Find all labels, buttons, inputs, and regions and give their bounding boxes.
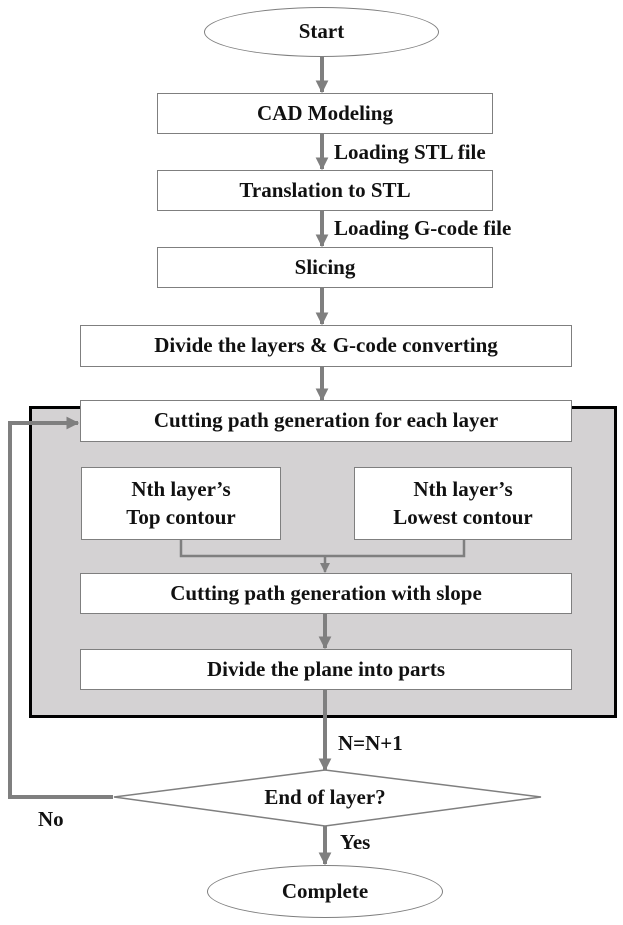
start-node: Start xyxy=(204,7,439,57)
cutting-path-slope-label: Cutting path generation with slope xyxy=(170,580,482,605)
cad-modeling-node: CAD Modeling xyxy=(157,93,493,134)
translation-stl-node: Translation to STL xyxy=(157,170,493,211)
lowest-contour-node: Nth layer’s Lowest contour xyxy=(354,467,572,540)
translation-stl-label: Translation to STL xyxy=(239,177,411,202)
divide-layers-label: Divide the layers & G-code converting xyxy=(154,333,498,358)
divide-plane-label: Divide the plane into parts xyxy=(206,656,445,681)
loading-gcode-label: Loading G-code file xyxy=(334,216,512,240)
cad-modeling-label: CAD Modeling xyxy=(257,100,393,125)
top-contour-line2: Top contour xyxy=(126,504,236,529)
yes-label: Yes xyxy=(340,830,371,854)
divide-layers-node: Divide the layers & G-code converting xyxy=(80,325,572,367)
divide-plane-node: Divide the plane into parts xyxy=(80,649,572,690)
cutting-path-slope-node: Cutting path generation with slope xyxy=(80,573,572,614)
increment-label: N=N+1 xyxy=(338,731,403,755)
cutting-path-each-layer-label: Cutting path generation for each layer xyxy=(153,408,499,433)
top-contour-node: Nth layer’s Top contour xyxy=(81,467,281,540)
lowest-contour-line2: Lowest contour xyxy=(393,504,533,529)
cutting-path-each-layer-node: Cutting path generation for each layer xyxy=(80,400,572,442)
start-label: Start xyxy=(298,19,345,44)
slicing-label: Slicing xyxy=(294,254,356,279)
decision-diamond xyxy=(113,769,542,827)
top-contour-line1: Nth layer’s xyxy=(131,477,231,502)
merge-connector xyxy=(179,540,466,558)
end-of-layer-label: End of layer? xyxy=(264,785,386,809)
complete-node: Complete xyxy=(207,865,443,918)
slicing-node: Slicing xyxy=(157,247,493,288)
arrow-no-loop xyxy=(8,416,113,799)
loading-stl-label: Loading STL file xyxy=(334,140,486,164)
no-label: No xyxy=(38,807,64,831)
lowest-contour-line1: Nth layer’s xyxy=(413,477,513,502)
complete-label: Complete xyxy=(281,878,369,903)
